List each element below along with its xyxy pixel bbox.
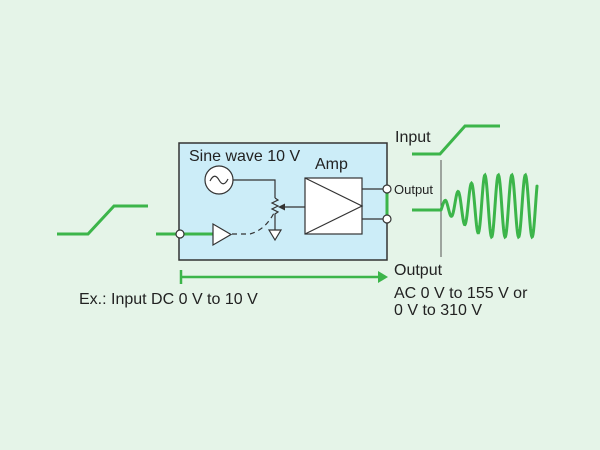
output-range-line2: 0 V to 310 V: [394, 302, 483, 319]
amp-label: Amp: [315, 156, 348, 173]
sine-glyph: [209, 175, 229, 185]
amp-triangle-icon: [304, 177, 364, 235]
input-waveform-label: Input: [395, 129, 431, 146]
range-arrow-head-icon: [378, 271, 388, 283]
output-terminal-top: [382, 184, 392, 194]
output-terminal-label: Output: [394, 182, 434, 197]
ground-icon: [267, 229, 283, 242]
sine-wave-label: Sine wave 10 V: [189, 148, 301, 165]
output-terminal-bottom: [382, 214, 392, 224]
potentiometer-icon: [270, 197, 280, 230]
input-ramp-waveform: [57, 204, 148, 236]
output-range-line1: AC 0 V to 155 V or: [394, 285, 528, 302]
output-sine-waveform: [439, 172, 539, 240]
wiper-arrow-icon: [278, 203, 285, 211]
amp-block: [304, 177, 363, 235]
example-input-text: Ex.: Input DC 0 V to 10 V: [79, 291, 258, 308]
dashed-control-link: [232, 212, 275, 235]
source-wire: [233, 179, 276, 198]
buffer-amplifier-icon: [212, 222, 233, 247]
input-step-waveform: [412, 124, 500, 156]
output-title: Output: [394, 262, 443, 279]
input-terminal: [175, 229, 185, 239]
